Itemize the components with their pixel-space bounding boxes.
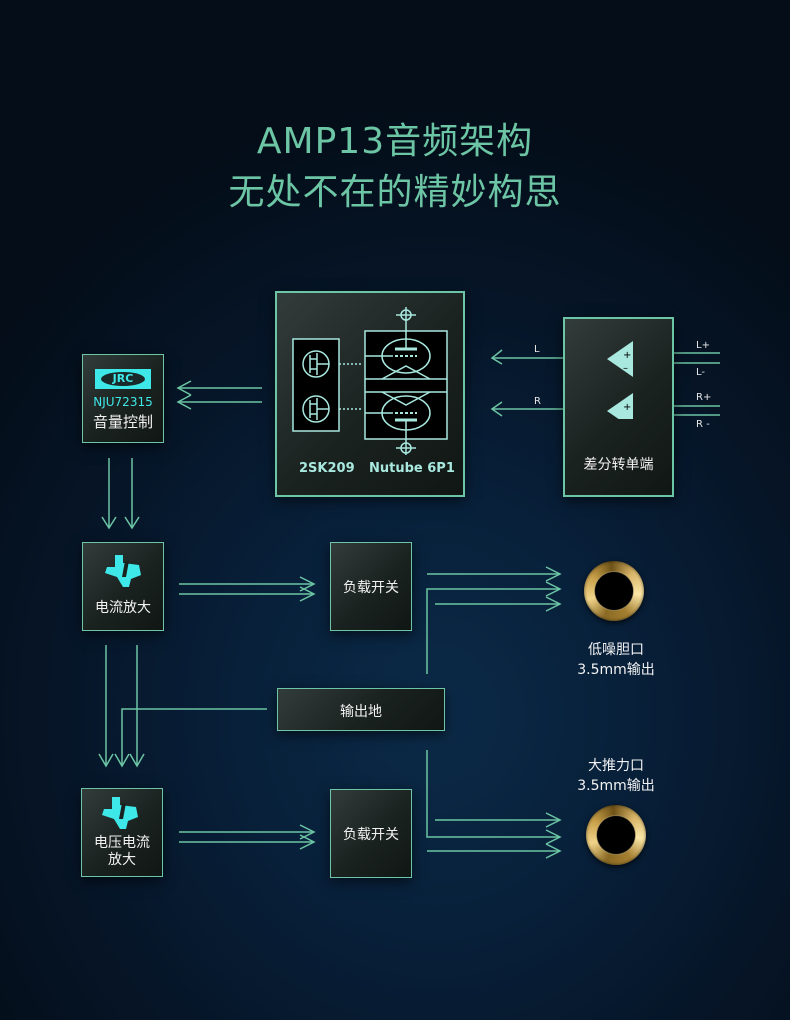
title-line-1: AMP13音频架构 <box>256 121 534 162</box>
arrow-preamp-to-volume <box>176 380 262 410</box>
high-drive-jack-icon <box>586 805 646 865</box>
preamp-schematic <box>292 307 448 455</box>
title-line-2: 无处不在的精妙构思 <box>228 172 562 213</box>
signal-label-L-minus: L- <box>696 367 706 378</box>
vc-amp-block: 电压电流 放大 <box>81 788 163 877</box>
load-switch-2: 负载开关 <box>330 789 412 878</box>
arrow-current-amp-to-switch-1 <box>179 576 316 602</box>
current-amp-block: 电流放大 <box>82 542 164 631</box>
diff-to-single-block: + – + – 差分转单端 <box>563 317 674 497</box>
svg-text:+: + <box>623 350 631 361</box>
arrow-vc-amp-to-switch-2 <box>179 824 316 850</box>
ti-logo-icon <box>105 555 141 587</box>
arrow-switch-1-to-jack-1 <box>426 566 562 674</box>
vc-amp-label-2: 放大 <box>108 852 136 868</box>
low-noise-output-label: 低噪胆口 3.5mm输出 <box>577 642 655 678</box>
signal-label-L-plus: L+ <box>696 340 710 351</box>
signal-label-R-minus: R - <box>696 419 710 430</box>
op-amp-icon: + – + – <box>607 341 633 419</box>
preamp-block: 2SK209 Nutube 6P1 <box>275 291 465 497</box>
signal-label-R-plus: R+ <box>696 392 712 403</box>
arrow-switch-2-to-jack-2 <box>426 750 562 859</box>
arrow-volume-to-current-amp <box>101 458 140 530</box>
jfet-transistor-icon <box>292 338 340 432</box>
load-switch-1-label: 负载开关 <box>343 580 399 596</box>
vc-amp-label-1: 电压电流 <box>94 835 150 851</box>
output-ground-block: 输出地 <box>277 688 445 731</box>
jfet-label: 2SK209 <box>299 461 355 476</box>
low-noise-jack-icon <box>584 561 644 621</box>
volume-label: 音量控制 <box>92 413 153 431</box>
arrow-current-amp-to-vc-amp <box>98 645 267 768</box>
volume-model: NJU72315 <box>93 395 153 409</box>
volume-control-block: JRC NJU72315 音量控制 <box>82 354 164 443</box>
current-amp-label: 电流放大 <box>95 600 151 616</box>
load-switch-1: 负载开关 <box>330 542 412 631</box>
high-drive-output-label: 大推力口 3.5mm输出 <box>577 758 655 794</box>
svg-text:+: + <box>623 402 631 413</box>
ti-logo-icon <box>102 797 138 829</box>
output-ground-label: 输出地 <box>340 704 382 720</box>
svg-text:–: – <box>623 415 628 419</box>
signal-label-L: L <box>534 344 540 355</box>
load-switch-2-label: 负载开关 <box>343 827 399 843</box>
tube-label: Nutube 6P1 <box>369 461 455 476</box>
signal-label-R: R <box>534 396 541 407</box>
jrc-logo-icon: JRC <box>95 369 151 389</box>
diff-label: 差分转单端 <box>583 457 654 473</box>
svg-text:–: – <box>623 363 628 374</box>
